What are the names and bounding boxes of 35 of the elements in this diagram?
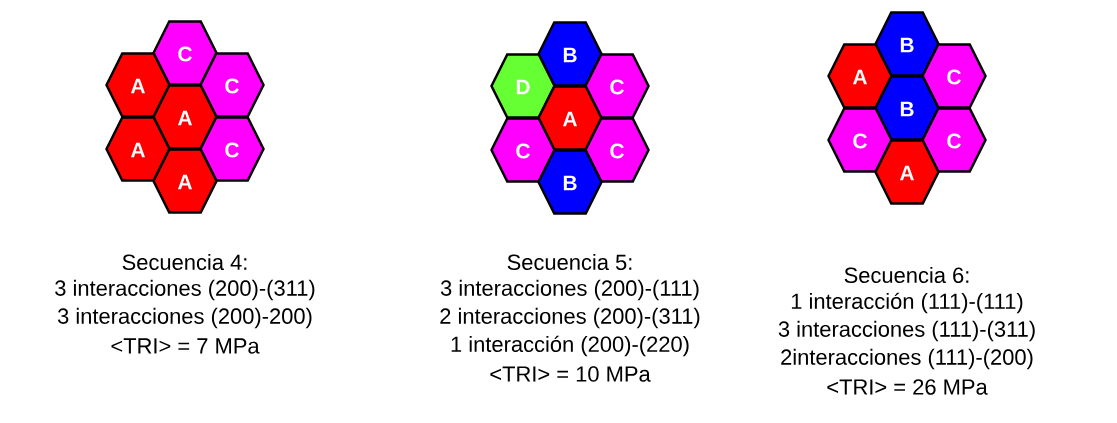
caption-line: 2 interacciones (200)-(311) xyxy=(440,307,700,329)
hexagon: B xyxy=(537,149,603,215)
hexagon: A xyxy=(105,52,171,118)
hexagon: B xyxy=(537,21,603,87)
caption-line: 1 interacción (200)-(220) xyxy=(451,335,689,357)
hexagon: D xyxy=(490,53,556,119)
hexagon: C xyxy=(199,52,265,118)
hexagon: C xyxy=(490,117,556,183)
caption-line: <TRI> = 7 MPa xyxy=(111,338,260,354)
caption-line: 3 interacciones (200)-200) xyxy=(57,307,312,329)
caption-line: 2interacciones (111)-(200) xyxy=(781,348,1033,370)
caption-line: <TRI> = 26 MPa xyxy=(827,379,988,395)
caption-line: 3 interacciones (111)-(311) xyxy=(778,320,1035,342)
caption-line: Secuencia 4: xyxy=(122,253,247,271)
hexagon: B xyxy=(874,75,940,141)
hexagon: B xyxy=(874,11,940,77)
hexagon: C xyxy=(584,117,650,183)
caption-line: Secuencia 6: xyxy=(844,266,969,284)
hexagon: C xyxy=(584,53,650,119)
hexagon: A xyxy=(152,148,218,214)
caption-line: Secuencia 5: xyxy=(507,253,632,271)
hexagon: A xyxy=(105,116,171,182)
hexagon: C xyxy=(152,20,218,86)
hexagon: C xyxy=(921,43,987,109)
hexagon: A xyxy=(827,43,893,109)
hexagon: C xyxy=(199,116,265,182)
caption-line: 3 interacciones (200)-(311) xyxy=(55,279,315,301)
hexagon: A xyxy=(152,84,218,150)
hexagon: C xyxy=(921,107,987,173)
caption-line: 1 interacción (111)-(111) xyxy=(791,292,1023,314)
hexagon: A xyxy=(537,85,603,151)
hexagon: C xyxy=(827,107,893,173)
caption-line: 3 interacciones (200)-(111) xyxy=(440,279,699,301)
caption-line: <TRI> = 10 MPa xyxy=(490,366,651,382)
hexagon: A xyxy=(874,139,940,205)
